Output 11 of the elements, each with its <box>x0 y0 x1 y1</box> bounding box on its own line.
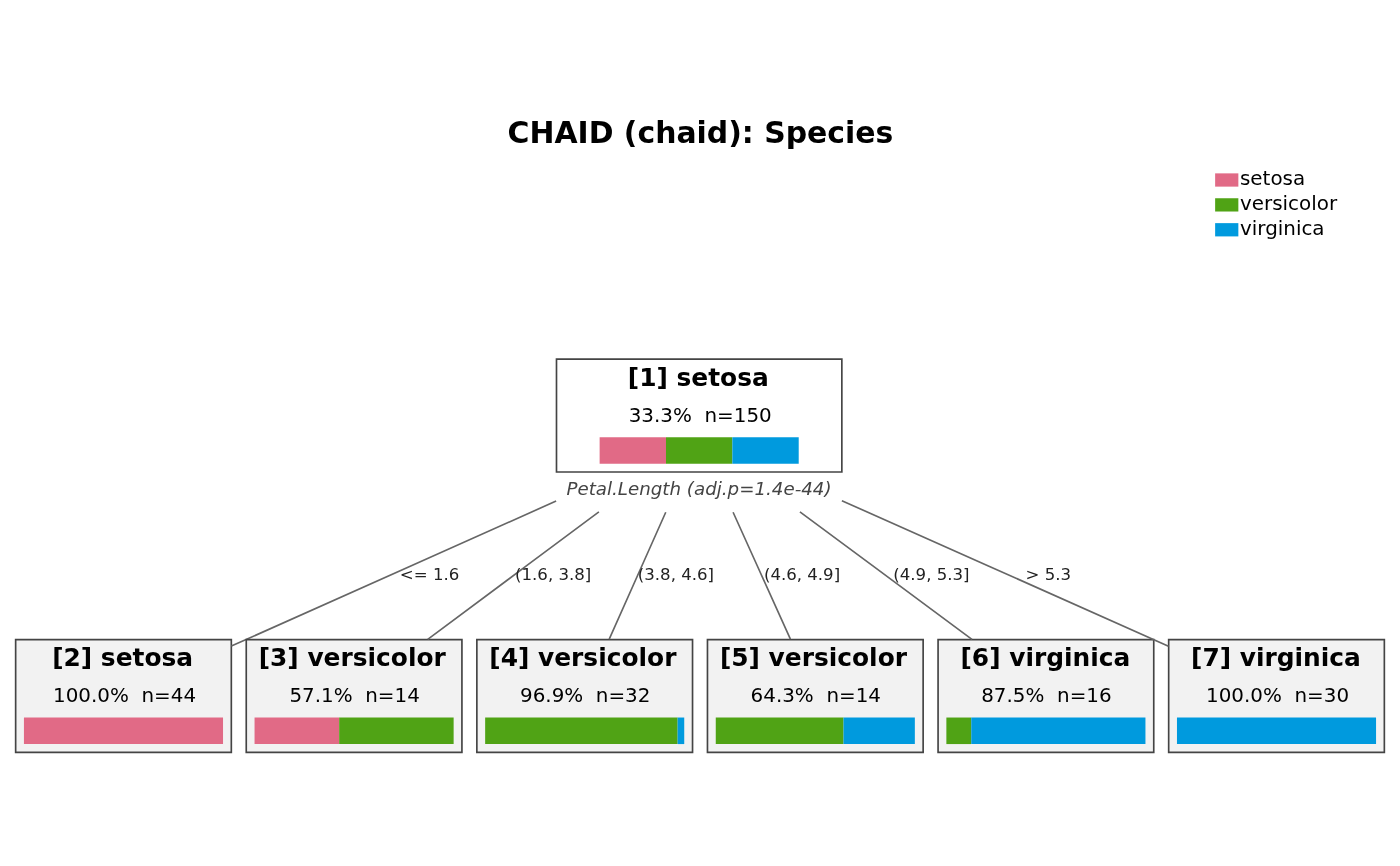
edge-label: (1.6, 3.8] <box>515 564 592 584</box>
legend-label: virginica <box>1240 216 1325 240</box>
legend-label: versicolor <box>1240 192 1338 216</box>
diagram-title: CHAID (chaid): Species <box>507 114 894 150</box>
legend-label: setosa <box>1240 167 1306 191</box>
edge-label: (3.8, 4.6] <box>637 564 715 584</box>
edge-label: (4.9, 5.3] <box>893 564 970 584</box>
edge-label: > 5.3 <box>1025 564 1072 584</box>
node-label: Petal.Length (adj.p=1.4e-44) <box>566 477 832 499</box>
edge-label: <= 1.6 <box>399 564 460 584</box>
edge-label: (4.6, 4.9] <box>763 564 841 584</box>
